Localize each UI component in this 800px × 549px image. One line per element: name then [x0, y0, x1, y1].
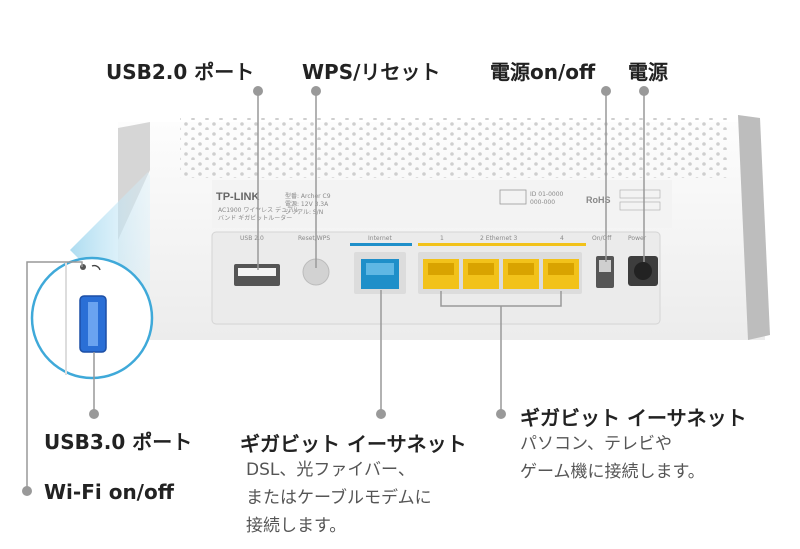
gigabit-internet-desc-2: またはケーブルモデムに: [246, 488, 432, 508]
internet-label-bar: [350, 243, 412, 246]
usb2-port-label: USB2.0 ポート: [106, 60, 255, 84]
port-label-lan1: 1: [440, 235, 444, 242]
router-side-panel: [738, 115, 770, 340]
tp-link-logo: TP-LINK: [216, 191, 259, 203]
power-switch-toggle: [599, 260, 611, 272]
gigabit-internet-desc-3: 接続します。: [246, 516, 347, 536]
power-label: 電源: [628, 60, 668, 84]
port-label-lan4: 4: [560, 235, 564, 242]
port-label-internet: Internet: [368, 235, 392, 242]
port-label-wps: Reset/WPS: [298, 235, 330, 242]
power-jack-inner: [634, 262, 652, 280]
wifi-switch-label: Wi-Fi on/off: [44, 480, 174, 504]
usb2-port-tongue: [238, 268, 276, 276]
serial-box-1: [619, 189, 661, 199]
gigabit-lan-desc-1: パソコン、テレビや: [520, 434, 672, 454]
serial-box-2: [619, 201, 661, 211]
gigabit-lan-label: ギガビット イーサネット: [520, 406, 747, 430]
vent-grill: [180, 118, 730, 178]
wps-reset-label: WPS/リセット: [302, 60, 441, 84]
gigabit-internet-desc-1: DSL、光ファイバー、: [246, 460, 415, 480]
lan-ports: [418, 252, 582, 294]
gigabit-lan-desc-2: ゲーム機に接続します。: [520, 462, 705, 482]
usb3-port-tongue: [88, 302, 98, 346]
power-switch-label: 電源on/off: [490, 60, 596, 84]
wifi-button-detail: [80, 264, 86, 270]
gigabit-internet-label: ギガビット イーサネット: [240, 432, 467, 456]
port-label-usb2: USB 2.0: [240, 235, 264, 242]
usb3-port-label: USB3.0 ポート: [44, 430, 193, 454]
wifi-button-ring: [91, 264, 101, 271]
cert-text-2: 000-000: [530, 199, 555, 206]
spec-text-3: シリアル: S/N: [285, 209, 323, 216]
spec-text-1: 型番: Archer C9: [285, 192, 331, 200]
spec-text-2: 電源: 12V 3.3A: [285, 200, 329, 208]
port-label-power: Power: [628, 235, 647, 242]
internet-port-jack: [366, 263, 394, 275]
cert-text-1: ID 01-0000: [530, 191, 564, 198]
cert-box: [499, 189, 527, 205]
lan-label-bar: [418, 243, 586, 246]
rohs-text: RoHS: [586, 195, 611, 205]
label-plate: [212, 180, 672, 228]
leader-lines: [22, 86, 649, 496]
port-label-onoff: On/Off: [592, 235, 612, 242]
model-text-2: バンド ギガビットルーター: [218, 214, 292, 222]
port-label-ethernet: 2 Ethernet 3: [480, 235, 517, 242]
